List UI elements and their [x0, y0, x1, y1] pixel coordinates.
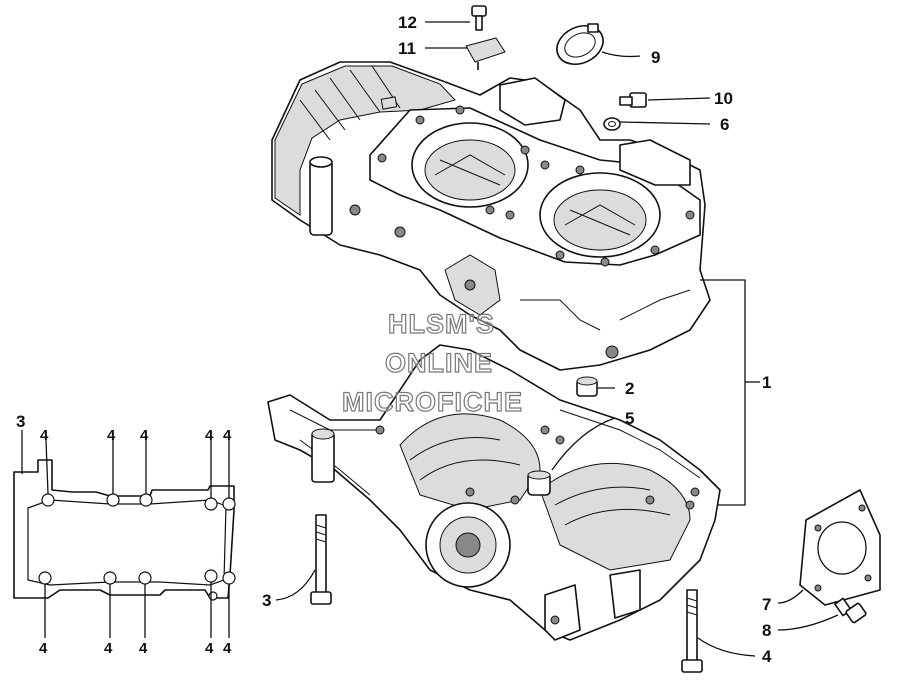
- callout-3-gasket: 3: [16, 412, 25, 431]
- callout-labels: 12 11 9 10 6 1 2 5 3 3 7 8 4: [16, 13, 772, 666]
- lower-crankcase: [267, 344, 721, 641]
- dowel-part-5: [527, 470, 551, 496]
- gasket-top-callout: 4: [205, 427, 214, 444]
- bolt-part-10: [619, 92, 647, 108]
- gasket-top-callout: 4: [107, 427, 116, 444]
- gasket-part-7: [799, 489, 881, 606]
- plate-part-11: [465, 37, 506, 70]
- callout-2: 2: [625, 379, 634, 398]
- callout-5: 5: [625, 409, 634, 428]
- callout-8: 8: [762, 621, 771, 640]
- callout-6: 6: [720, 115, 729, 134]
- watermark: HLSM'S ONLINE MICROFICHE: [341, 308, 523, 417]
- gasket-top-callout: 4: [40, 427, 49, 444]
- bolt-part-3: [310, 514, 332, 605]
- callout-11: 11: [398, 39, 416, 58]
- gasket-bottom-callout: 4: [39, 640, 48, 657]
- clamp-part-9: [556, 23, 604, 66]
- callout-10: 10: [714, 89, 733, 108]
- watermark-line-1: HLSM'S: [388, 309, 495, 339]
- gasket-bottom-callout: 4: [139, 640, 148, 657]
- bolt-part-8: [834, 597, 867, 624]
- watermark-line-2: ONLINE: [385, 348, 493, 378]
- bolt-part-4: [681, 589, 703, 673]
- callout-1: 1: [762, 373, 771, 392]
- gasket-top-callout: 4: [140, 427, 149, 444]
- callout-9: 9: [651, 48, 660, 67]
- callout-3: 3: [262, 591, 271, 610]
- leader-lines: [21, 21, 839, 657]
- upper-crankcase: [271, 61, 711, 371]
- watermark-line-3: MICROFICHE: [342, 387, 523, 417]
- callout-4: 4: [762, 647, 772, 666]
- gasket-bottom-callout: 4: [205, 640, 214, 657]
- gasket-top-callout: 4: [223, 427, 232, 444]
- gasket-bottom-callout: 4: [223, 640, 232, 657]
- bolt-part-12: [471, 5, 487, 31]
- washer-part-6: [603, 117, 621, 131]
- callout-7: 7: [762, 595, 771, 614]
- dowel-part-2: [576, 376, 598, 397]
- gasket-bottom-callout: 4: [104, 640, 113, 657]
- callout-12: 12: [398, 13, 417, 32]
- gasket-callout-labels: 4 4 4 4 4 4 4 4 4 4: [39, 427, 232, 657]
